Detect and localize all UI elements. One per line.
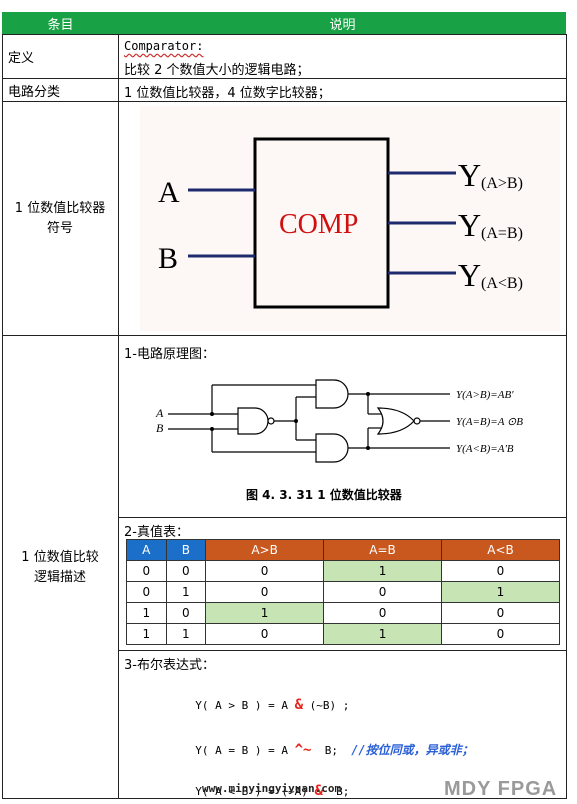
expr-lt-post: B; [322,785,350,798]
expr-eq-comment: //按位同或，异或非； [351,743,474,757]
schematic-in-b: B [156,421,164,435]
table-cell: 0 [205,623,325,645]
expr-eq-pre: Y( A = B ) = A [195,744,295,757]
table-cell: 0 [323,581,442,603]
expr-eq-op: ^~ [294,742,312,758]
comparator-schematic: A B Y(A>B)=AB' Y(A=B)=A ⊙B Y(A<B)=A'B 图 … [155,379,523,502]
table-cell: 0 [165,602,207,624]
section-boolean-title: 3-布尔表达式： [124,658,215,673]
logic-label-text: 1 位数值比较逻辑描述 [21,549,99,585]
out-lt-sub: (A<B) [481,275,523,292]
symbol-background [140,106,560,331]
table-row: 0 0 0 1 0 [126,560,560,582]
expr-eq-post: B; [311,744,352,757]
nor-bubble [413,417,421,425]
schematic-in-a: A [155,406,164,420]
col-header: B [165,539,207,561]
table-cell: 0 [205,560,325,582]
schematic-y-lt: Y(A<B)=A'B [456,443,514,455]
symbol-label-text: 1 位数值比较器符号 [14,200,106,236]
symbol-label: 1 位数值比较器符号 [2,102,118,335]
header-col-desc: 说明 [119,12,566,34]
expr-eq: Y( A = B ) = A ^~ B; //按位同或，异或非； [182,728,474,758]
col-header: A>B [205,539,325,561]
nor-gate [376,407,415,435]
expr-lt-pre: Y( A < B ) = (~A) [195,785,315,798]
definition-text: 比较 2 个数值大小的逻辑电路； [124,63,310,78]
and-gate-lower [315,433,349,463]
input-a-label: A [158,176,180,209]
row-divider-3 [2,335,567,336]
schematic-caption: 图 4. 3. 31 1 位数值比较器 [246,487,403,502]
and-gate-upper [315,379,349,409]
expr-gt: Y( A > B ) = A & (~B) ; [182,684,349,713]
nand-bubble [267,417,275,425]
divider-schematic [119,517,567,518]
table-row: 1 1 0 1 0 [126,623,560,645]
column-divider [118,34,119,799]
expr-gt-post: (~B) ; [303,699,350,712]
table-cell: 1 [165,581,207,603]
truth-table-header-row: A B A>B A=B A<B [126,539,560,561]
table-cell: 1 [165,623,207,645]
table-cell: 1 [441,581,560,603]
expr-gt-pre: Y( A > B ) = A [195,699,295,712]
col-header: A<B [441,539,560,561]
definition-label: 定义 [8,50,35,66]
section-truth-table-title: 2-真值表： [124,525,189,540]
col-header: A=B [323,539,442,561]
row-divider-1 [2,78,567,79]
table-cell: 1 [323,623,442,645]
header-col-item: 条目 [2,12,119,34]
schematic-y-eq: Y(A=B)=A ⊙B [456,416,523,428]
truth-table: A B A>B A=B A<B 0 0 0 1 0 0 1 0 0 1 1 0 … [126,539,560,645]
expr-lt: Y( A < B ) = (~A) & B; [182,770,349,799]
nand-gate [237,407,269,435]
table-cell: 0 [126,560,167,582]
table-cell: 1 [126,602,167,624]
out-lt-letter: Y [458,257,481,293]
row-divider-2 [2,101,567,102]
classification-value: 1 位数值比较器，4 位数字比较器； [124,86,331,101]
site-watermark: www.minyingyiyuan.com [202,782,342,795]
table-cell: 1 [205,602,325,624]
out-eq-sub: (A=B) [481,225,523,242]
table-frame [2,34,567,799]
col-header: A [126,539,167,561]
table-row: 0 1 0 0 1 [126,581,560,603]
table-cell: 0 [165,560,207,582]
definition-term: Comparator: [124,39,204,53]
out-gt-sub: (A>B) [481,175,523,192]
brand-watermark: MDY FPGA [444,778,558,800]
classification-label: 电路分类 [8,84,61,100]
header-col-desc-label: 说明 [329,17,356,33]
schematic-y-gt: Y(A>B)=AB' [456,389,514,401]
table-cell: 1 [323,560,442,582]
expr-lt-op: & [314,783,323,799]
table-cell: 0 [441,560,560,582]
table-cell: 1 [126,623,167,645]
logic-label: 1 位数值比较逻辑描述 [2,336,118,799]
table-cell: 0 [126,581,167,603]
table-cell: 0 [441,602,560,624]
table-row: 1 0 1 0 0 [126,602,560,624]
section-schematic-title: 1-电路原理图： [124,347,215,362]
divider-truth-table [119,650,567,651]
comp-label: COMP [279,209,358,240]
table-cell: 0 [441,623,560,645]
header-col-item-label: 条目 [47,17,74,33]
out-gt-letter: Y [458,157,481,193]
input-b-label: B [158,242,178,275]
out-eq-letter: Y [458,207,481,243]
expr-gt-op: & [294,697,304,713]
comparator-symbol: A B COMP Y (A>B) Y (A=B) Y (A<B) [140,106,560,331]
table-cell: 0 [205,581,325,603]
table-cell: 0 [323,602,442,624]
